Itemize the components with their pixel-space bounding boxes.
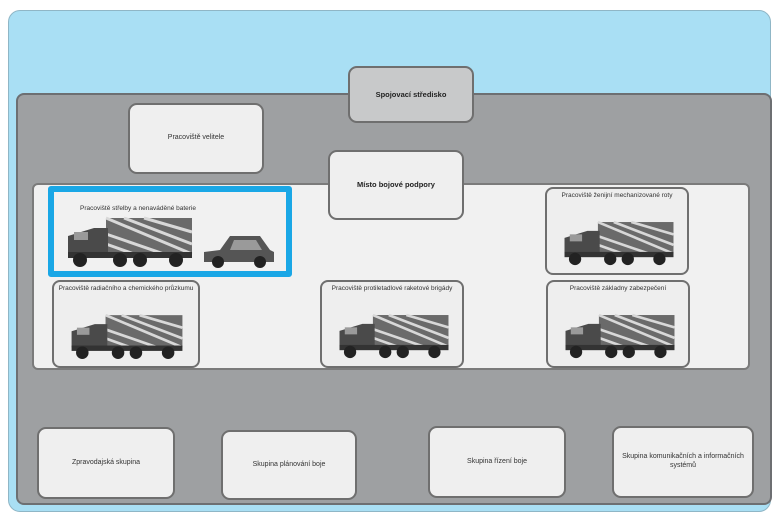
workplace-bottom-middle-label: Pracoviště protiletadlové raketové brigá… [331,285,453,292]
group-box-2[interactable]: Skupina plánování boje [221,430,357,500]
truck-icon [339,313,449,359]
combat-support-box[interactable]: Místo bojové podpory [328,150,464,220]
car-icon [204,236,274,268]
commander-workplace-box[interactable]: Pracoviště velitele [128,103,264,174]
group-box-1[interactable]: Zpravodajská skupina [37,427,175,499]
workplace-top-right[interactable]: Pracoviště ženijní mechanizované roty [545,187,689,275]
highlighted-workplace-label: Pracoviště střelby a nenaváděné baterie [80,205,196,212]
workplace-bottom-right[interactable]: Pracoviště základny zabezpečení [546,280,690,368]
truck-icon [71,313,183,359]
workplace-top-right-label: Pracoviště ženijní mechanizované roty [561,192,673,199]
highlighted-workplace[interactable]: Pracoviště střelby a nenaváděné baterie [48,186,292,277]
workplace-bottom-left-label: Pracoviště radiačního a chemického průzk… [58,285,194,292]
truck-icon [565,313,675,359]
workplace-bottom-middle[interactable]: Pracoviště protiletadlové raketové brigá… [320,280,464,368]
truck-icon [68,216,193,267]
top-box[interactable]: Spojovací středisko [348,66,474,123]
group-box-4[interactable]: Skupina komunikačních a informačních sys… [612,426,754,498]
truck-icon [564,220,674,266]
group-box-3[interactable]: Skupina řízení boje [428,426,566,498]
workplace-bottom-right-label: Pracoviště základny zabezpečení [569,285,667,292]
workplace-bottom-left[interactable]: Pracoviště radiačního a chemického průzk… [52,280,200,368]
